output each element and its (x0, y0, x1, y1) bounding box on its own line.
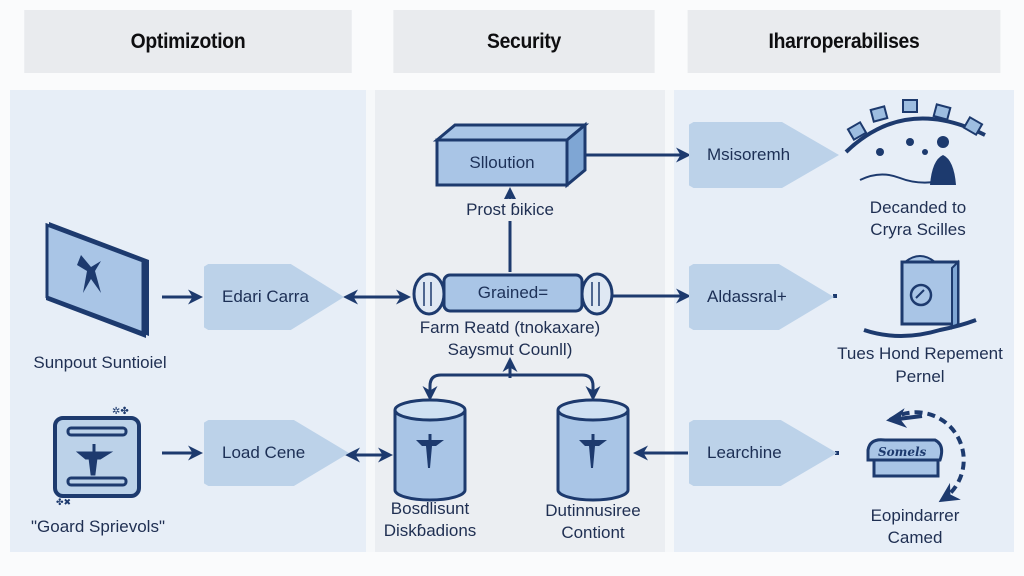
node-label: Edari Carra (222, 287, 309, 306)
grained-node (412, 272, 614, 316)
lantern-book-icon (863, 255, 977, 338)
lantern-caption-line1: Tues Hond Repement (837, 344, 1003, 363)
globe-caption-line2: Cryra Scilles (870, 220, 966, 239)
svg-text:Somels: Somels (878, 445, 927, 459)
board-caption: "Goard Sprievols" (31, 517, 165, 536)
solution-box-3d (432, 121, 590, 189)
refresh-cycle-icon: Somels (866, 408, 966, 503)
node-label: Msisoremh (707, 145, 791, 164)
guard-board-icon: ✲✤ ✤✖ (53, 406, 141, 508)
node-load-cene[interactable]: Load Cene (204, 420, 349, 486)
panel-divider (366, 90, 375, 552)
branch-connector (422, 357, 601, 401)
database-left-icon (393, 398, 467, 502)
lantern-caption-line2: Pernel (895, 367, 945, 386)
cycle-caption-line2: Camed (887, 528, 943, 547)
column-header-security: Security (393, 10, 655, 73)
database-right-icon (556, 398, 630, 502)
connector-dot (833, 294, 837, 298)
center-caption-line2: Saysmut Counll) (447, 340, 573, 359)
column-header-interoperability: Iharroperabilises (687, 10, 1001, 73)
svg-text:✲✤: ✲✤ (112, 406, 129, 417)
connector-dot (835, 451, 839, 455)
db-left-caption-line1: Bosdlisunt (390, 499, 470, 518)
panel-divider (665, 90, 674, 552)
node-label: Load Cene (222, 443, 306, 462)
column-header-optimization: Optimizotion (24, 10, 352, 73)
db-left-caption-line2: Diskɓadions (383, 521, 477, 540)
db-right-caption-line2: Contiont (561, 523, 625, 542)
globe-landscape-icon (844, 99, 986, 185)
solution-caption: Prost ɓikice (430, 199, 590, 221)
db-right-caption-line1: Dutinnusiree (545, 501, 641, 520)
svg-text:✤✖: ✤✖ (56, 498, 71, 508)
tablet-caption: Sunpout Suntioiel (33, 353, 167, 372)
grained-node-label[interactable]: Grained= (477, 283, 549, 302)
node-label: Aldassral+ (707, 287, 787, 306)
globe-caption-line1: Decanded to (869, 198, 967, 217)
tablet-icon (45, 222, 149, 338)
cycle-caption-line1: Eopindarrer (870, 506, 960, 525)
center-caption-line1: Farm Reatd (tnokaxare) (419, 318, 601, 337)
node-label: Learchine (707, 443, 782, 462)
solution-box-label[interactable]: Slloution (469, 152, 535, 172)
